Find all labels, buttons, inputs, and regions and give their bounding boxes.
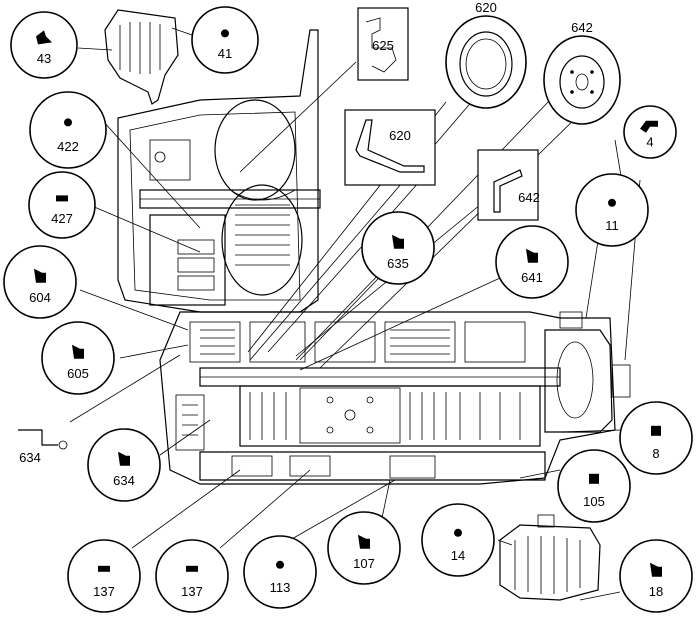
angled-block-icon [526,248,538,263]
callout-label: 422 [57,139,79,154]
callout-label: 641 [521,270,543,285]
transmission-assembly-drawing [104,9,631,601]
callout-105: 105 [557,449,631,523]
part-detail-409-profile [18,429,68,450]
callout-41: 41 [191,6,259,74]
callout-label-620-top: 620 [475,0,497,15]
callout-label: 18 [649,584,663,599]
callout-label: 43 [37,51,51,66]
callout-label-625: 625 [372,38,394,53]
angled-block-icon [34,268,46,283]
part-detail-642-profile [477,149,539,221]
callout-137a: 137 [67,539,141,613]
dot-icon [221,29,229,38]
callout-113: 113 [243,535,317,609]
callout-634: 634 [87,428,161,502]
angled-block-icon [118,451,130,466]
callout-11: 11 [575,173,649,247]
callout-label: 4 [646,134,653,149]
angled-wedge-icon [36,30,52,45]
callout-427: 427 [28,171,96,239]
part-detail-625 [357,7,409,81]
callout-635: 635 [361,211,435,285]
callout-label: 634 [113,473,135,488]
callout-605: 605 [41,321,115,395]
callout-label: 14 [451,548,465,563]
callout-label: 11 [605,218,619,233]
bar-icon [56,195,68,202]
callout-137b: 137 [155,539,229,613]
dot-icon [608,198,616,207]
square-icon [589,473,599,484]
angled-block-icon [650,562,662,577]
callout-label: 604 [29,290,51,305]
square-icon [651,425,661,436]
callout-18: 18 [619,539,693,613]
callout-label: 605 [67,366,89,381]
callout-label: 137 [181,584,203,599]
callout-604: 604 [3,245,77,319]
callout-107: 107 [327,511,401,585]
bracket-icon [640,120,658,133]
part-642-bearing [543,35,621,125]
bar-icon [186,565,198,572]
callout-label: 113 [270,580,291,595]
callout-label: 635 [387,256,409,271]
callout-bubbles: 43 41 422 4 427 11 635 604 641 605 634 8 105 14 137 137… [3,6,693,613]
callout-641: 641 [495,225,569,299]
callout-label-642: 642 [518,190,540,205]
callout-label-620: 620 [389,128,411,143]
callout-label: 105 [583,494,605,509]
angled-block-icon [392,234,404,249]
dot-icon [64,118,72,127]
callout-label: 137 [93,584,115,599]
dot-icon [276,560,284,569]
callout-422: 422 [29,91,107,169]
callout-14: 14 [421,503,495,577]
callout-43: 43 [10,11,78,79]
callout-label-642-top: 642 [571,20,593,35]
dot-icon [454,528,462,537]
callout-label-409: 634 [19,450,41,465]
callout-8: 8 [619,401,693,475]
angled-block-icon [72,344,84,359]
part-620-ring [445,15,527,109]
callout-4: 4 [623,105,677,159]
bar-icon [98,565,110,572]
callout-label: 427 [51,211,73,226]
callout-label: 41 [218,46,232,61]
callout-label: 107 [353,556,375,571]
angled-block-icon [358,534,370,549]
part-detail-620-profile [344,109,436,186]
callout-label: 8 [652,446,659,461]
